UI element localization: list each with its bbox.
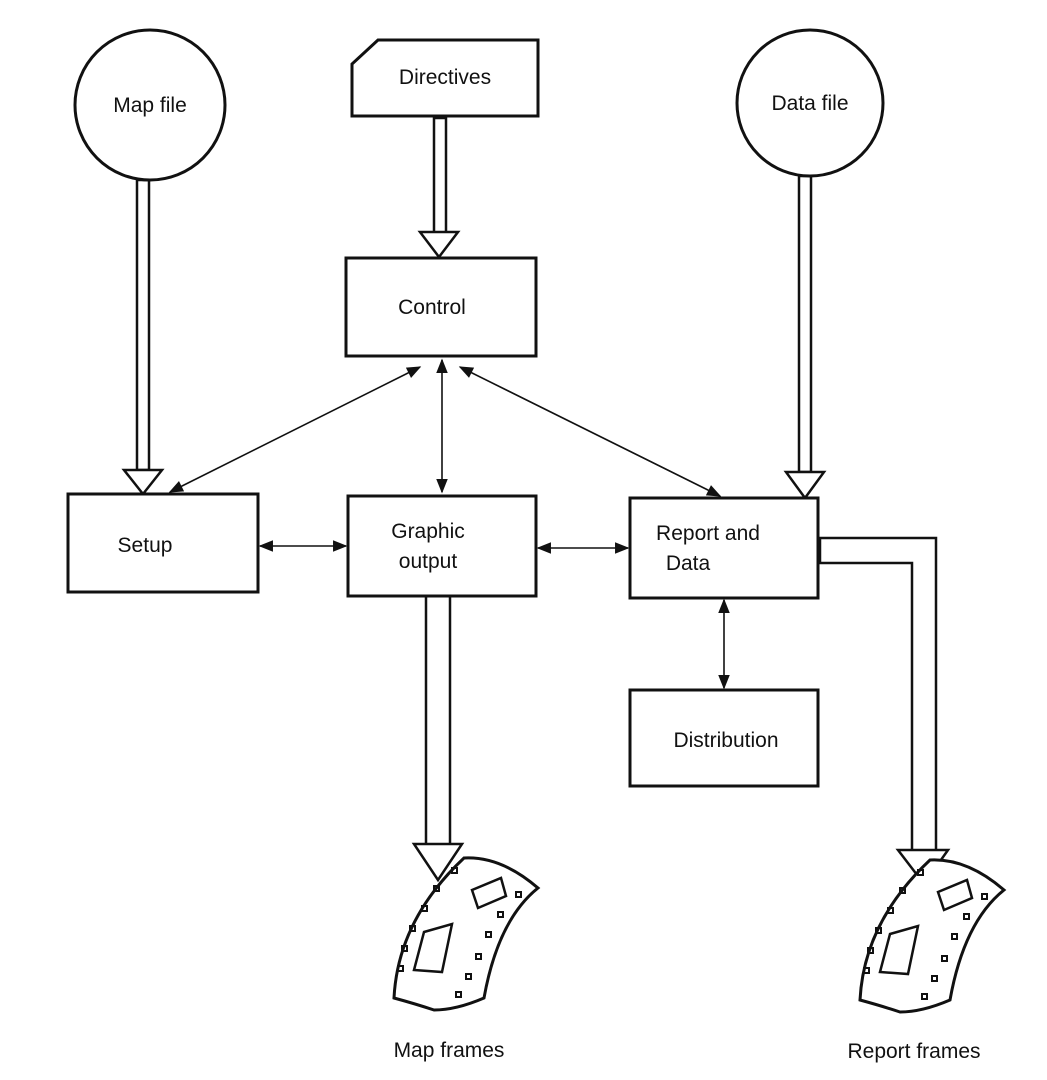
pipe-graphic-mapframes <box>411 594 465 883</box>
map-frames-film-icon <box>392 856 541 1012</box>
report-frames-label: Report frames <box>847 1040 980 1063</box>
map-file-label: Map file <box>113 94 187 117</box>
pipe-datafile-report <box>783 174 827 501</box>
graphic-output-label-2: output <box>399 550 458 573</box>
data-file-node: Data file <box>735 28 885 178</box>
pipe-directives-control <box>417 116 461 260</box>
arrow-control-setup <box>168 366 422 493</box>
graphic-output-label-1: Graphic <box>391 520 465 543</box>
setup-node: Setup <box>66 492 260 594</box>
data-file-label: Data file <box>771 92 848 115</box>
report-frames-film-icon <box>858 858 1007 1014</box>
arrow-control-report <box>458 366 722 497</box>
directives-label: Directives <box>399 66 491 89</box>
directives-node: Directives <box>350 38 540 118</box>
report-data-label-1: Report and <box>656 522 760 545</box>
graphic-output-node: Graphic output <box>346 494 538 598</box>
map-frames-label: Map frames <box>394 1039 505 1062</box>
pipe-mapfile-setup <box>121 178 165 497</box>
control-label: Control <box>398 296 466 319</box>
control-node: Control <box>344 256 538 358</box>
pipe-report-reportframes <box>818 536 951 887</box>
distribution-node: Distribution <box>628 688 820 788</box>
report-data-label-2: Data <box>666 552 711 575</box>
report-data-node: Report and Data <box>628 496 820 600</box>
map-file-node: Map file <box>73 28 227 182</box>
setup-label: Setup <box>118 534 173 557</box>
distribution-label: Distribution <box>673 729 778 752</box>
